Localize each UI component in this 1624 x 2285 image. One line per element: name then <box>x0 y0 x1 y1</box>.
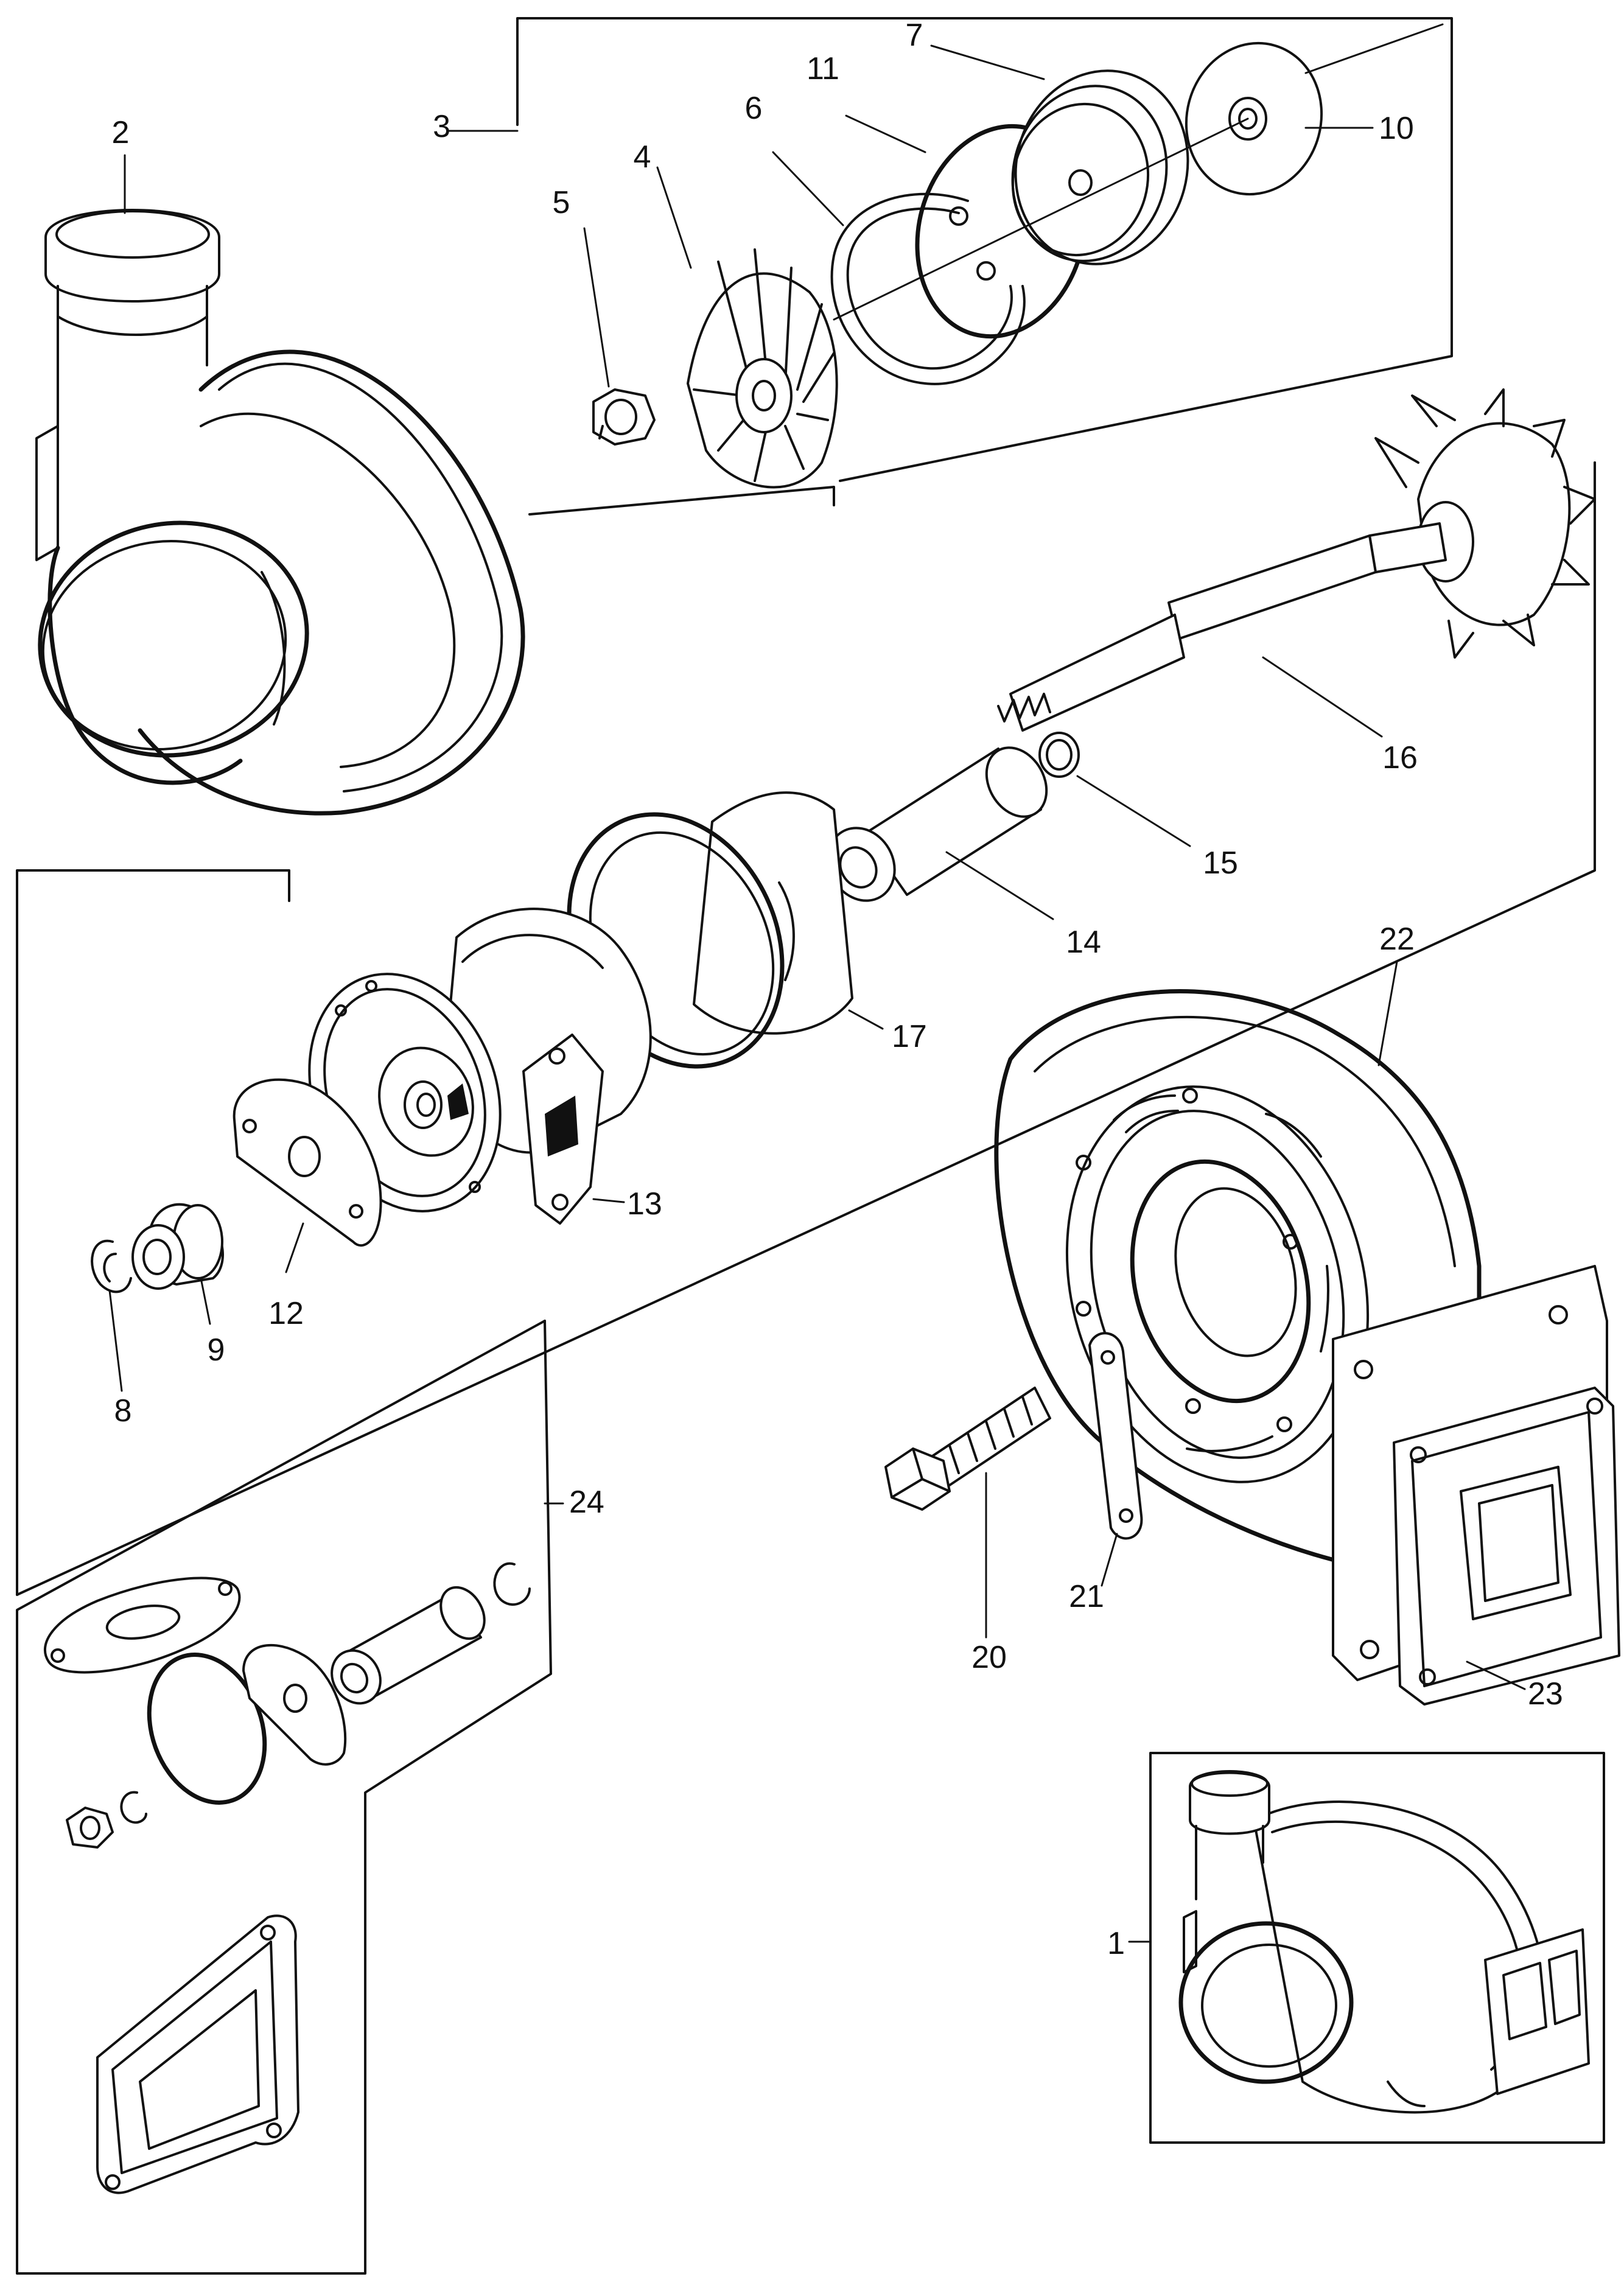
turbocharger-assembly-part-1 <box>1178 1770 1590 2114</box>
callout-10: 10 <box>1379 111 1414 146</box>
leader-17 <box>848 1009 884 1030</box>
group-1-assembly-inset-frame <box>1149 1752 1605 2144</box>
group-3-compressor-wheel-kit-frame <box>516 17 1453 516</box>
callout-14: 14 <box>1066 925 1101 960</box>
leader-16 <box>1262 656 1383 738</box>
leader-4 <box>656 166 692 269</box>
snap-ring-part-15 <box>1038 732 1080 778</box>
leader-14 <box>945 851 1054 920</box>
axis-line-group-3 <box>833 117 1249 321</box>
bearing-part-14 <box>827 746 1048 902</box>
leader-11 <box>845 114 926 153</box>
thrust-washer-part-10 <box>1185 41 1323 196</box>
callout-21: 21 <box>1069 1579 1104 1614</box>
leader-23 <box>1466 1660 1526 1690</box>
lock-plate-part-21 <box>1088 1332 1143 1540</box>
callout-17: 17 <box>892 1019 927 1054</box>
snap-ring-part-8 <box>91 1239 132 1293</box>
callout-1: 1 <box>1107 1926 1125 1961</box>
nut-part-5 <box>592 388 656 446</box>
compressor-housing-part-2 <box>35 209 525 816</box>
callout-5: 5 <box>553 185 570 220</box>
service-kit-part-24 <box>44 1562 531 2194</box>
bearing-part-9 <box>131 1203 224 1290</box>
callout-8: 8 <box>114 1393 132 1429</box>
center-housing-part-13 <box>308 908 652 1225</box>
leader-5 <box>583 227 610 388</box>
compressor-wheel-part-4 <box>687 248 838 489</box>
callout-2: 2 <box>112 115 130 150</box>
leader-8 <box>108 1289 123 1392</box>
callout-6: 6 <box>745 91 763 126</box>
leader-9 <box>200 1277 211 1325</box>
callout-16: 16 <box>1382 740 1418 775</box>
bolt-part-20 <box>884 1387 1051 1511</box>
leader-6 <box>772 151 844 226</box>
leader-10b <box>1304 23 1444 74</box>
heat-shield-part-17 <box>567 791 853 1069</box>
callout-23: 23 <box>1528 1676 1563 1712</box>
seal-plate-part-7 <box>1011 69 1189 265</box>
callout-12: 12 <box>268 1296 304 1331</box>
callout-9: 9 <box>208 1332 225 1368</box>
callout-13: 13 <box>627 1186 662 1222</box>
callout-24: 24 <box>569 1485 604 1520</box>
leader-12 <box>285 1222 304 1273</box>
callout-11: 11 <box>807 51 839 86</box>
group-24-service-kit-frame <box>16 1320 552 2275</box>
callout-4: 4 <box>634 139 651 175</box>
callout-3: 3 <box>433 109 450 144</box>
callout-7: 7 <box>906 18 923 53</box>
leader-13 <box>592 1198 625 1203</box>
thrust-plate-part-12 <box>233 1078 382 1247</box>
leader-7 <box>930 44 1045 80</box>
leader-15 <box>1076 775 1191 847</box>
gasket-part-23 <box>1393 1387 1620 1706</box>
leader-22 <box>1377 961 1398 1066</box>
callout-22: 22 <box>1379 922 1415 957</box>
leader-21 <box>1101 1533 1118 1587</box>
callout-20: 20 <box>971 1640 1007 1675</box>
turbine-shaft-wheel-part-16 <box>997 388 1596 732</box>
callout-15: 15 <box>1203 845 1238 881</box>
group-rotor-bearing-frame <box>16 461 1596 1596</box>
snap-ring-part-6 <box>830 192 1026 385</box>
